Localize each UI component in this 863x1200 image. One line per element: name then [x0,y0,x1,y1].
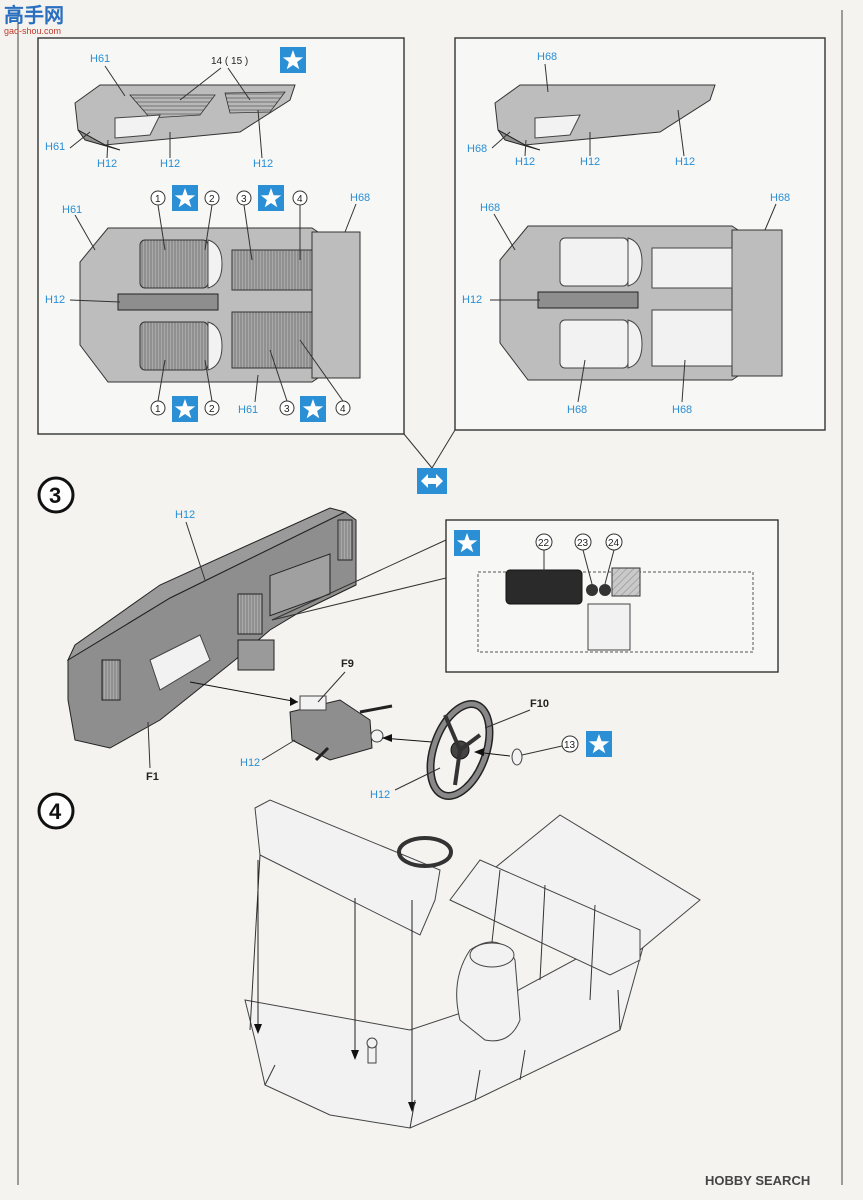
interior-assembly [244,799,701,1129]
label-floor-h68-left: H68 [480,202,500,214]
label-f9: F9 [341,658,354,670]
label-h12-b-right: H12 [580,156,600,168]
front-seat-upper [139,239,209,289]
star-icon [300,396,326,422]
star-icon [280,47,306,73]
star-icon [454,530,480,556]
variant-panel-right: H68 H68 H12 H12 H12 H68 H68 H12 H68 H68 [454,37,826,431]
star-icon [172,396,198,422]
rear-panel-part [74,84,296,151]
label-h12-b: H12 [160,158,180,170]
interior-tub-top-view-alt [499,225,783,381]
callout-22: 22 [538,538,550,549]
step-4: 4 [37,792,701,1129]
callout-3: 3 [241,194,247,205]
hobby-search-watermark: HOBBY SEARCH [705,1173,810,1188]
callout-23: 23 [577,538,589,549]
label-h68-bottom-b: H68 [672,404,692,416]
rear-seat-upper [231,249,313,291]
site-watermark-logo: 高手网 gao-shou.com [4,3,64,36]
gauge-cluster-decal [505,569,583,605]
label-h68-top: H68 [537,51,557,63]
callout-14-15: 14 ( 15 ) [211,56,248,67]
label-h12-c: H12 [253,158,273,170]
watermark-url: gao-shou.com [4,26,61,36]
callout-13: 13 [564,740,576,751]
instrument-panel-inset: 22 23 24 [445,519,779,673]
variant-panel-left: H61 14 ( 15 ) H61 H12 H12 H12 1 [37,37,405,435]
star-icon [586,731,612,757]
callout-4-bottom: 4 [340,404,346,415]
front-seat-lower [139,321,209,371]
label-floor-h68: H68 [350,192,370,204]
star-icon [172,185,198,211]
dashboard-part [66,507,357,749]
label-h12-a-right: H12 [515,156,535,168]
label-dash-h12: H12 [175,509,195,521]
steering-column-part [189,681,433,762]
step-3: 3 H12 F1 22 23 [37,476,779,801]
label-h12-c-right: H12 [675,156,695,168]
center-console [117,293,219,311]
watermark-logo-text: 高手网 [4,3,64,27]
label-f1: F1 [146,771,159,783]
choice-connector [403,429,456,494]
label-column-h12: H12 [240,757,260,769]
callout-1-bottom: 1 [155,404,161,415]
callout-3-bottom: 3 [284,404,290,415]
label-floor-h12-right: H12 [462,294,482,306]
callout-24: 24 [608,538,620,549]
label-floor-h12: H12 [45,294,65,306]
label-h61-bottom: H61 [238,404,258,416]
label-f10: F10 [530,698,549,710]
callout-1: 1 [155,194,161,205]
callout-4: 4 [297,194,303,205]
watermark-text: HOBBY SEARCH [705,1173,810,1188]
callout-2-bottom: 2 [209,404,215,415]
star-icon [258,185,284,211]
label-floor-h68-right: H68 [770,192,790,204]
rear-panel-part-alt [494,84,716,151]
callout-2: 2 [209,194,215,205]
steering-wheel-part [426,700,523,800]
interior-tub-top-view [79,227,361,383]
rear-seat-lower [231,311,313,369]
horn-button-decal [511,748,523,766]
label-h68-bottom-a: H68 [567,404,587,416]
label-h12-a: H12 [97,158,117,170]
label-h68-left: H68 [467,143,487,155]
label-h61-top: H61 [90,53,110,65]
label-floor-h61: H61 [62,204,82,216]
step-4-number: 4 [49,799,62,824]
step-3-number: 3 [49,483,61,508]
label-wheel-h12: H12 [370,789,390,801]
label-h61-left: H61 [45,141,65,153]
